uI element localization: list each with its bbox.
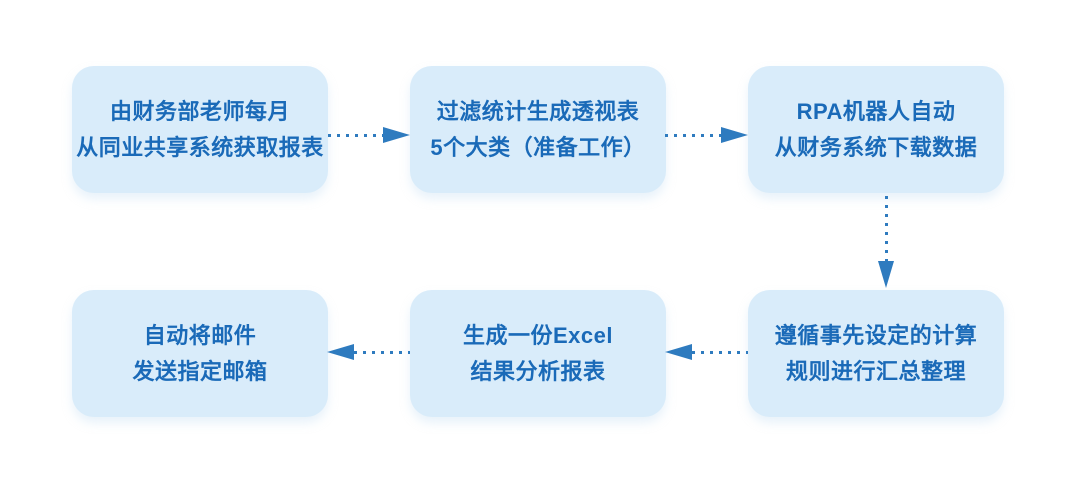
arrowhead-left bbox=[665, 344, 692, 360]
flow-step-3-line-2: 从财务系统下载数据 bbox=[774, 134, 978, 160]
dotted-line bbox=[884, 196, 888, 261]
arrow-down-icon bbox=[878, 196, 894, 288]
arrow-left-icon bbox=[665, 344, 748, 360]
flow-step-5: 生成一份Excel 结果分析报表 bbox=[410, 290, 666, 417]
flow-step-5-line-2: 结果分析报表 bbox=[470, 358, 606, 384]
flow-step-6-line-2: 发送指定邮箱 bbox=[132, 358, 268, 384]
dotted-line bbox=[692, 350, 748, 354]
dotted-line bbox=[328, 133, 383, 137]
arrowhead-left bbox=[327, 344, 354, 360]
flow-step-2-line-1: 过滤统计生成透视表 bbox=[436, 98, 640, 124]
arrow-right-icon bbox=[328, 127, 410, 143]
flow-step-4: 遵循事先设定的计算 规则进行汇总整理 bbox=[748, 290, 1004, 417]
arrow-right-icon bbox=[665, 127, 748, 143]
flow-step-5-line-1: 生成一份Excel bbox=[463, 322, 613, 348]
dotted-line bbox=[665, 133, 721, 137]
flow-step-2-line-2: 5个大类（准备工作） bbox=[430, 134, 646, 160]
flow-step-3: RPA机器人自动 从财务系统下载数据 bbox=[748, 66, 1004, 193]
flow-step-4-line-1: 遵循事先设定的计算 bbox=[774, 322, 978, 348]
dotted-line bbox=[354, 350, 410, 354]
flow-step-2: 过滤统计生成透视表 5个大类（准备工作） bbox=[410, 66, 666, 193]
flow-step-6: 自动将邮件 发送指定邮箱 bbox=[72, 290, 328, 417]
arrowhead-down bbox=[878, 261, 894, 288]
flow-step-6-line-1: 自动将邮件 bbox=[143, 322, 257, 348]
arrow-left-icon bbox=[327, 344, 410, 360]
arrowhead-right bbox=[721, 127, 748, 143]
flow-step-1: 由财务部老师每月 从同业共享系统获取报表 bbox=[72, 66, 328, 193]
flow-step-1-line-2: 从同业共享系统获取报表 bbox=[76, 134, 324, 160]
arrowhead-right bbox=[383, 127, 410, 143]
flow-step-3-line-1: RPA机器人自动 bbox=[796, 98, 956, 124]
flow-step-4-line-2: 规则进行汇总整理 bbox=[785, 358, 966, 384]
flow-step-1-line-1: 由财务部老师每月 bbox=[109, 98, 290, 124]
